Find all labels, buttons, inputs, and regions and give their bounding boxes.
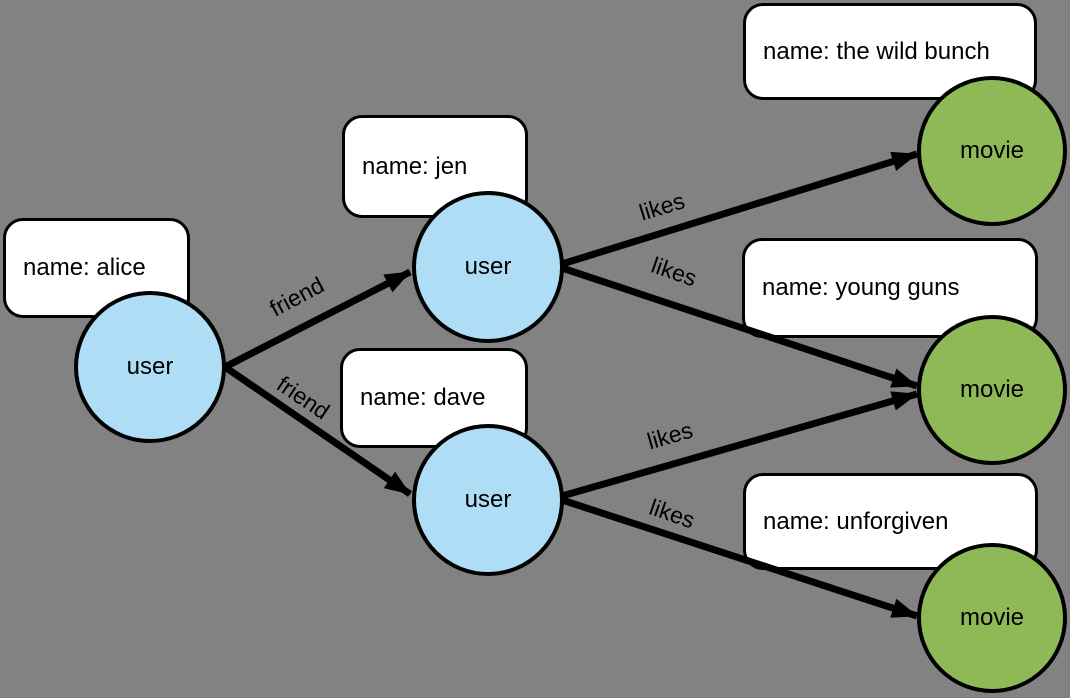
node-movie-unforgiven: movie [917,543,1067,693]
edge-likes-dave-to-unforgiven [560,496,919,620]
edge-friend-alice-to-jen [223,268,412,371]
node-type-label: movie [959,376,1025,403]
edge-likes-dave-to-young-guns [561,390,918,500]
node-movie-young-guns: movie [917,315,1067,465]
edge-likes-jen-to-the-wild-bunch [560,150,919,268]
node-type-label: user [464,253,512,280]
node-type-label: movie [959,137,1025,164]
node-user-jen: user [412,191,564,343]
edge-friend-alice-to-dave [223,364,412,497]
property-box-alice: name: alice [3,218,190,318]
node-user-alice: user [74,291,226,443]
edge-likes-jen-to-young-guns [560,264,919,390]
node-user-dave: user [412,424,564,576]
node-type-label: movie [959,604,1025,631]
node-type-label: user [126,353,174,380]
node-movie-the-wild-bunch: movie [917,76,1067,226]
node-type-label: user [464,486,512,513]
